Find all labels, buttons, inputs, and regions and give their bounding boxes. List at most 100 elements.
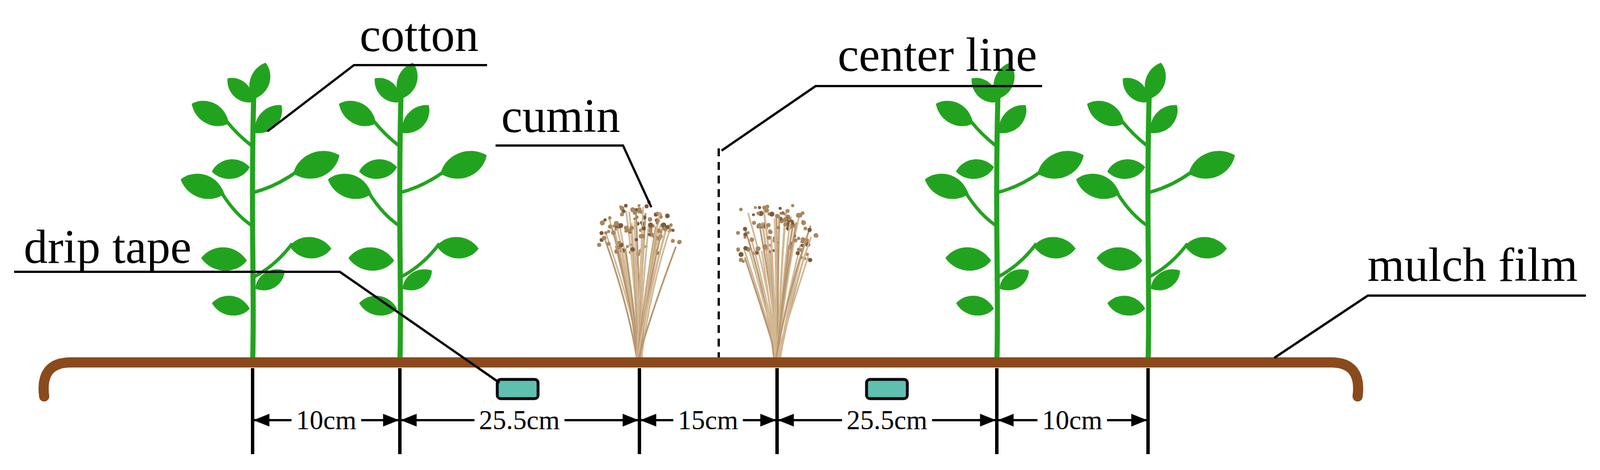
- cumin-seed: [629, 225, 634, 231]
- cumin-seed: [782, 217, 788, 223]
- cumin-seed: [752, 220, 757, 225]
- cumin-seed: [766, 235, 771, 240]
- cumin-seed: [787, 217, 792, 221]
- cumin-seed: [647, 217, 653, 223]
- cumin-seed: [625, 245, 629, 249]
- cumin-plants: [596, 200, 818, 362]
- cumin-seed: [756, 211, 761, 216]
- cumin-seed: [796, 236, 801, 241]
- cumin-seed: [647, 222, 654, 228]
- cumin-seed: [783, 222, 788, 227]
- cumin-seed: [633, 217, 637, 221]
- cumin-seed: [620, 212, 625, 217]
- cotton-plants: [177, 60, 1239, 363]
- cumin-seed: [656, 219, 660, 223]
- cumin-seed: [607, 241, 611, 246]
- cumin-seed: [607, 224, 612, 229]
- cumin-seed: [607, 229, 611, 234]
- part-label: center line: [837, 31, 1038, 79]
- dimension-label: 25.5cm: [842, 405, 933, 435]
- cumin-seed: [755, 246, 761, 252]
- cumin-seed: [743, 245, 749, 251]
- cumin-seed: [757, 206, 762, 210]
- cumin-stem: [774, 256, 809, 362]
- cumin-stem: [775, 225, 811, 362]
- cumin-seed: [791, 203, 795, 208]
- cumin-seed: [664, 213, 670, 219]
- cumin-seed: [807, 227, 812, 232]
- cumin-seed: [738, 252, 744, 258]
- cumin-seed: [614, 249, 620, 254]
- cumin-seed: [779, 211, 783, 215]
- cumin-seed: [601, 235, 607, 241]
- cumin-seed: [624, 225, 629, 231]
- cumin-seed: [768, 229, 773, 235]
- cumin-seed: [791, 222, 795, 226]
- cumin-seed: [596, 242, 601, 247]
- cumin-seed: [655, 211, 659, 215]
- cumin-seed: [619, 205, 622, 209]
- cumin-seed: [803, 226, 808, 230]
- cumin-seed: [766, 223, 771, 228]
- cumin-seed: [624, 203, 628, 208]
- cumin-seed: [599, 220, 605, 226]
- center-line: [717, 148, 720, 362]
- part-label: cotton: [359, 11, 479, 59]
- cumin-seed: [618, 223, 624, 229]
- cumin-seed: [677, 239, 682, 244]
- cumin-seed: [739, 207, 743, 212]
- cumin-seed: [736, 248, 740, 253]
- dimension-label: 15cm: [673, 405, 744, 435]
- cumin-seed: [743, 236, 747, 240]
- leader-lines: [14, 65, 1586, 383]
- cumin-seed: [634, 237, 638, 242]
- cumin-seed: [736, 231, 741, 236]
- mulch-film: [43, 362, 1359, 397]
- cumin-seed: [644, 204, 649, 209]
- cumin-seed: [800, 211, 805, 215]
- cumin-seed: [793, 238, 798, 243]
- part-label: mulch film: [1367, 241, 1578, 289]
- cumin-stem: [764, 212, 778, 362]
- cumin-seed: [808, 258, 813, 263]
- cumin-seed: [641, 226, 646, 231]
- cumin-seed: [762, 205, 767, 210]
- cumin-seed: [613, 220, 620, 226]
- cumin-seed: [647, 232, 651, 236]
- cumin-seed: [778, 206, 782, 210]
- cumin-seed: [648, 228, 653, 233]
- cumin-seed: [801, 220, 806, 225]
- cumin-seed: [795, 251, 800, 256]
- cumin-seed: [743, 227, 748, 232]
- cumin-seed: [753, 206, 757, 209]
- dimension-label: 10cm: [1037, 405, 1108, 435]
- cumin-seed: [769, 211, 775, 217]
- cumin-seed: [756, 223, 761, 228]
- dimension-ticks: [252, 368, 1149, 455]
- cumin-seed: [611, 230, 616, 236]
- cumin-stem: [779, 236, 812, 362]
- cumin-seed: [637, 203, 641, 207]
- cumin-stem: [637, 246, 676, 362]
- cumin-seed: [599, 231, 604, 236]
- cumin-seed: [659, 215, 663, 219]
- cumin-seed: [632, 210, 638, 216]
- cumin-seed: [670, 239, 675, 243]
- cumin-seed: [749, 237, 755, 242]
- cumin-stem: [748, 212, 779, 362]
- cumin-seed: [617, 241, 622, 246]
- cumin-seed: [665, 225, 670, 230]
- cumin-stem: [641, 225, 672, 362]
- cumin-seed: [641, 233, 646, 239]
- drip-tape: [497, 379, 539, 399]
- cumin-seed: [754, 250, 759, 255]
- cumin-seed: [630, 246, 635, 252]
- cumin-seed: [741, 259, 745, 263]
- drip-tape: [866, 379, 908, 399]
- part-label: cumin: [501, 92, 621, 140]
- cumin-seed: [785, 208, 790, 213]
- cumin-stem: [774, 218, 778, 362]
- cumin-seed: [795, 212, 801, 219]
